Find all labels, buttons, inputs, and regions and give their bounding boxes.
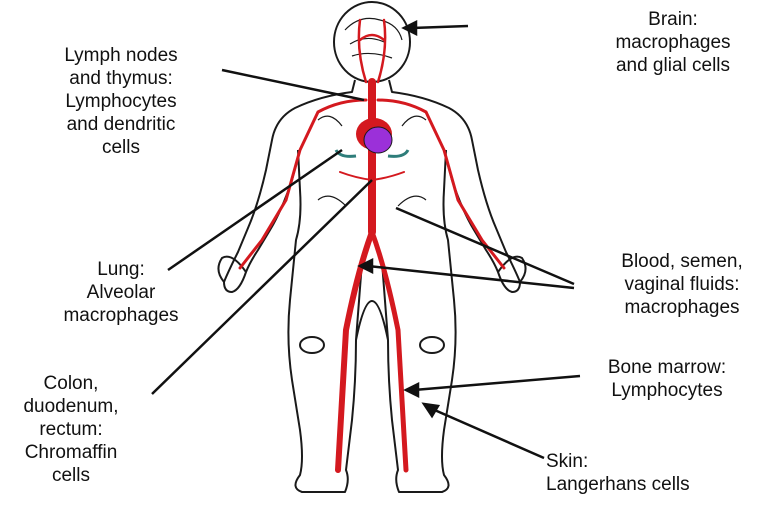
label-lung-line: Alveolar [40,281,202,304]
label-blood-line: vaginal fluids: [592,273,772,296]
label-colon-line: Colon, [6,372,136,395]
head-outline [334,2,410,82]
label-colon-line: cells [6,464,136,487]
label-lymph-line: and dendritic [30,113,212,136]
pointer-lung [168,150,342,270]
knee-right [420,337,444,353]
label-skin-line: Langerhans cells [546,473,736,496]
pointer-lymph [222,70,364,100]
label-lymph-line: Lymphocytes [30,90,212,113]
pointer-brain [412,26,468,28]
knee-left [300,337,324,353]
label-lung: Lung: Alveolar macrophages [40,258,202,327]
label-brain-line: and glial cells [588,54,758,77]
label-colon-line: Chromaffin [6,441,136,464]
brain-detail [345,18,402,58]
artery-arm-left [240,100,366,268]
label-lymph-line: cells [30,136,212,159]
artery-head [359,20,385,82]
label-colon-line: rectum: [6,418,136,441]
heart [364,127,392,153]
label-bone: Bone marrow: Lymphocytes [582,356,752,402]
label-lymph: Lymph nodes and thymus: Lymphocytes and … [30,44,212,159]
label-lung-line: Lung: [40,258,202,281]
pointer-bone-arrow [406,384,418,396]
pointer-skin-arrow [424,404,438,416]
artery-arm-right [378,100,504,268]
label-blood-line: macrophages [592,296,772,319]
label-colon: Colon, duodenum, rectum: Chromaffin cell… [6,372,136,487]
pointer-blood [368,266,574,288]
label-lung-line: macrophages [40,304,202,327]
body-outline [218,2,525,492]
label-brain: Brain: macrophages and glial cells [588,8,758,77]
label-bone-line: Lymphocytes [582,379,752,402]
label-blood: Blood, semen, vaginal fluids: macrophage… [592,250,772,319]
label-colon-line: duodenum, [6,395,136,418]
label-bone-line: Bone marrow: [582,356,752,379]
label-lymph-line: Lymph nodes [30,44,212,67]
label-skin-line: Skin: [546,450,736,473]
pointer-bone [414,376,580,390]
label-blood-line: Blood, semen, [592,250,772,273]
label-lymph-line: and thymus: [30,67,212,90]
label-skin: Skin: Langerhans cells [546,450,736,496]
pointer-skin [430,408,544,458]
label-brain-line: macrophages [588,31,758,54]
label-brain-line: Brain: [588,8,758,31]
vessels [240,20,504,470]
